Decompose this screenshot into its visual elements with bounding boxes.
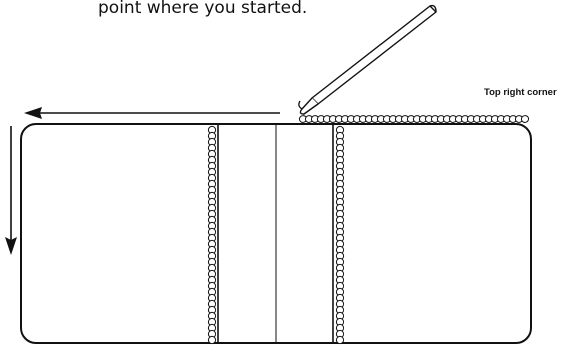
crochet-hook-icon: [298, 4, 437, 115]
stitch-column-right: [335, 125, 345, 345]
top-right-corner-label: Top right corner: [484, 87, 557, 98]
left-arrow-icon: [24, 107, 280, 119]
stitch-column-left: [207, 125, 217, 345]
instruction-caption: point where you started.: [98, 0, 308, 18]
stitch-row-top-edge: [298, 115, 530, 123]
down-arrow-icon: [5, 126, 17, 255]
